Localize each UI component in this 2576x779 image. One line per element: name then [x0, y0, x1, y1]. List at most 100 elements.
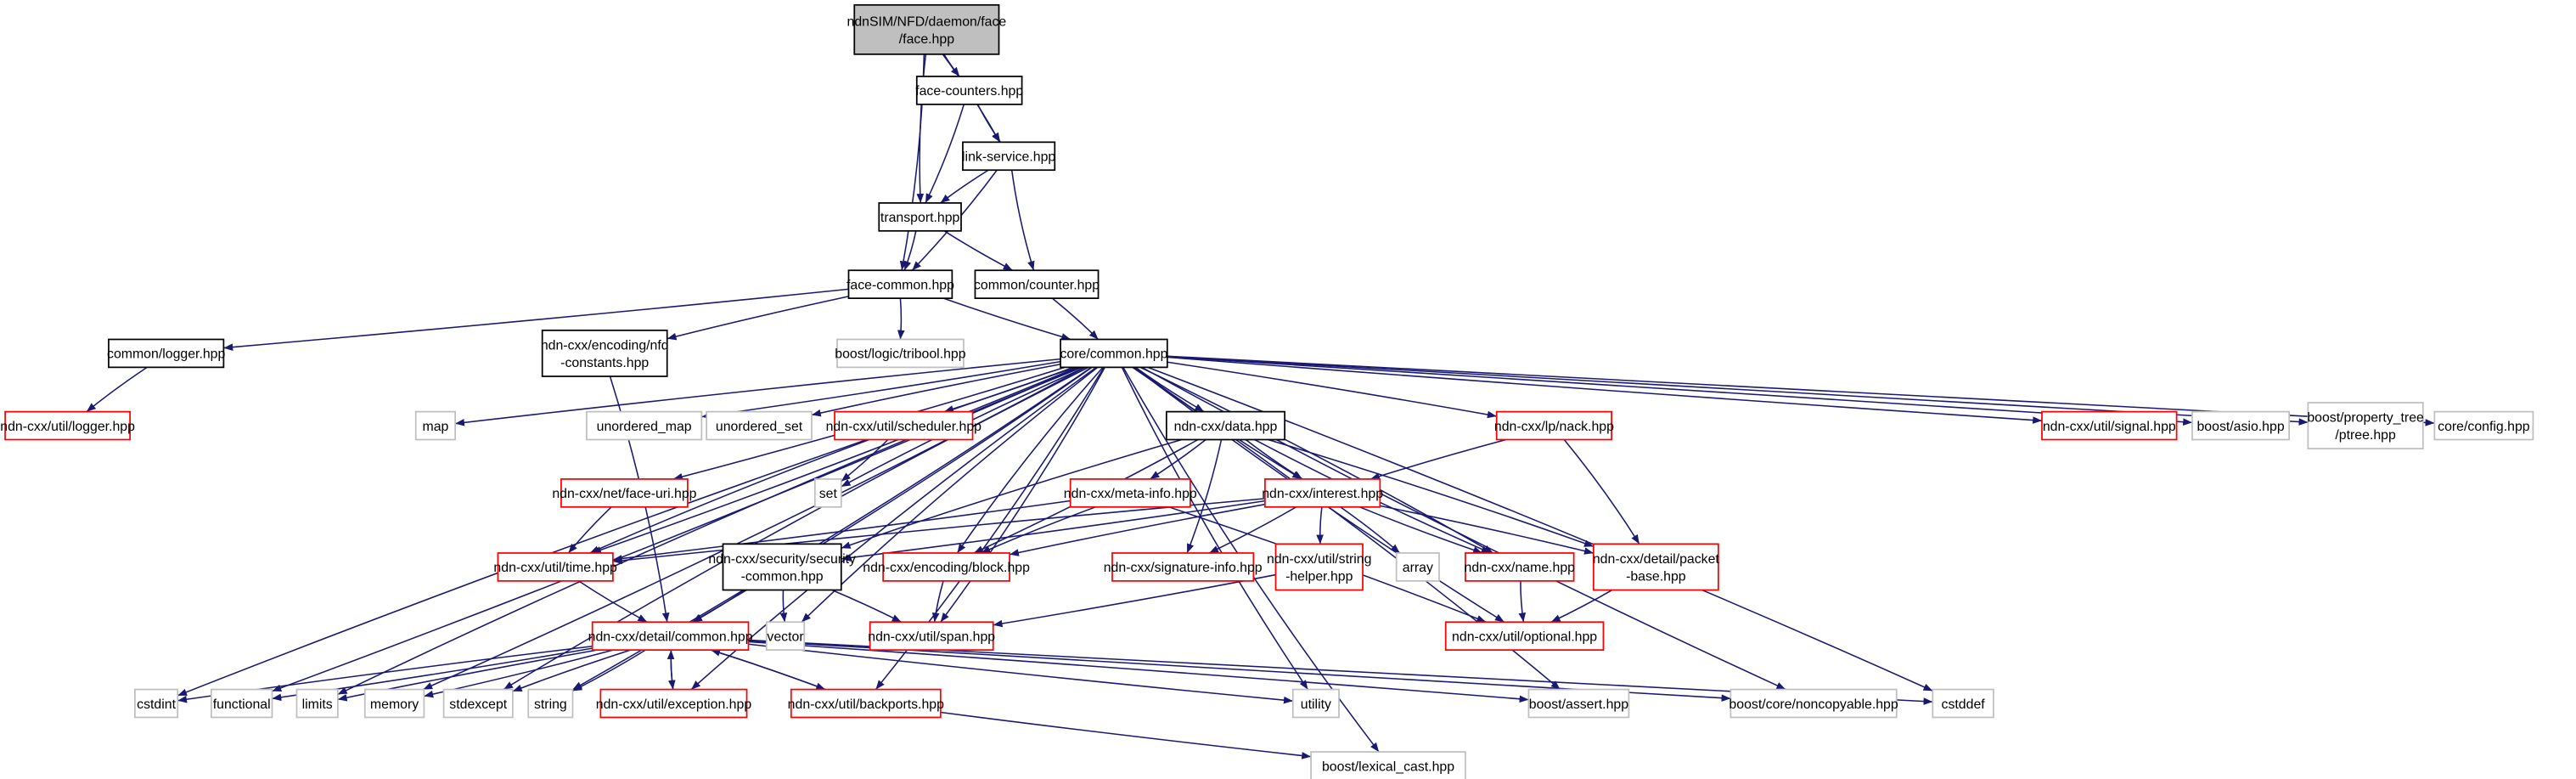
node-meta-info[interactable]: ndn-cxx/meta-info.hpp	[1064, 478, 1197, 508]
node-label: boost/logic/tribool.hpp	[835, 347, 965, 362]
edge-core_common-to-signal	[1167, 356, 2043, 424]
node-map: map	[414, 410, 457, 441]
node-label: -constants.hpp	[560, 356, 649, 370]
node-name[interactable]: ndn-cxx/name.hpp	[1465, 552, 1576, 582]
node-label: ndn-cxx/util/time.hpp	[493, 561, 617, 575]
node-box	[836, 338, 965, 369]
edge-core_common-to-map	[455, 358, 1061, 426]
node-box	[1444, 621, 1605, 652]
node-interest[interactable]: ndn-cxx/interest.hpp	[1262, 478, 1383, 508]
node-cstddef: cstddef	[1932, 688, 1994, 719]
node-packet-base[interactable]: ndn-cxx/detail/packet-base.hpp	[1593, 543, 1720, 591]
node-ndn-logger[interactable]: ndn-cxx/util/logger.hpp	[0, 410, 135, 441]
node-label: ndn-cxx/data.hpp	[1174, 420, 1278, 434]
edge-link_service-to-counter	[1010, 170, 1035, 271]
node-logger[interactable]: common/logger.hpp	[107, 338, 225, 369]
node-label: set	[819, 487, 838, 501]
node-label: ndn-cxx/meta-info.hpp	[1064, 487, 1197, 501]
node-signature-info[interactable]: ndn-cxx/signature-info.hpp	[1104, 552, 1263, 582]
node-label: ndn-cxx/util/exception.hpp	[596, 697, 752, 712]
node-box	[974, 269, 1100, 300]
node-box	[962, 141, 1056, 172]
node-box	[414, 410, 457, 441]
node-box	[2191, 410, 2291, 441]
node-link-service[interactable]: link-service.hpp	[962, 141, 1056, 172]
edge-face_counters-to-link_service	[976, 104, 1001, 143]
node-unordered-set: unordered_set	[706, 410, 813, 441]
node-box	[1069, 478, 1191, 508]
node-tribool: boost/logic/tribool.hpp	[835, 338, 966, 369]
node-data[interactable]: ndn-cxx/data.hpp	[1165, 410, 1286, 441]
node-string-helper[interactable]: ndn-cxx/util/string-helper.hpp	[1267, 543, 1371, 591]
nodes: ndnSIM/NFD/daemon/face/face.hpp face-coun…	[0, 3, 2534, 779]
node-face-counters[interactable]: face-counters.hpp	[915, 76, 1023, 105]
node-transport[interactable]: transport.hpp	[878, 202, 962, 232]
node-nfd-constants[interactable]: ndn-cxx/encoding/nfd-constants.hpp	[541, 329, 669, 377]
node-core-common[interactable]: core/common.hpp	[1060, 338, 1168, 369]
node-box	[722, 543, 842, 591]
node-label: unordered_map	[597, 420, 692, 434]
edge-data-to-interest	[1245, 438, 1303, 480]
node-counter[interactable]: common/counter.hpp	[974, 269, 1100, 300]
node-label: ndn-cxx/util/span.hpp	[868, 629, 995, 644]
node-signal[interactable]: ndn-cxx/util/signal.hpp	[2041, 410, 2178, 441]
node-label: utility	[1301, 697, 1331, 712]
edge-interest-to-string_helper	[1316, 506, 1324, 545]
edge-core_common-to-unordered_set	[811, 363, 1061, 417]
node-box	[210, 688, 273, 719]
node-face-uri[interactable]: ndn-cxx/net/face-uri.hpp	[552, 478, 697, 508]
edge-interest-to-packet_base	[1380, 505, 1595, 555]
edge-detail_common-to-string	[572, 649, 646, 692]
node-label: ndn-cxx/util/optional.hpp	[1452, 629, 1597, 644]
node-memory: memory	[363, 688, 425, 719]
node-label: ndn-cxx/util/backports.hpp	[788, 697, 944, 712]
node-label: /face.hpp	[899, 32, 954, 47]
edge-packet_base-to-optional	[1550, 589, 1613, 623]
node-noncopyable: boost/core/noncopyable.hpp	[1729, 688, 1898, 719]
node-backports[interactable]: ndn-cxx/util/backports.hpp	[788, 688, 944, 719]
node-face[interactable]: ndnSIM/NFD/daemon/face/face.hpp	[847, 3, 1007, 55]
node-utility: utility	[1291, 688, 1340, 719]
node-box	[4, 410, 131, 441]
node-scheduler[interactable]: ndn-cxx/util/scheduler.hpp	[826, 410, 982, 441]
node-span[interactable]: ndn-cxx/util/span.hpp	[868, 621, 995, 652]
node-detail-common[interactable]: ndn-cxx/detail/common.hpp	[588, 621, 753, 652]
edge-data-to-signature_info	[1186, 439, 1223, 554]
edge-link_service-to-transport	[940, 169, 989, 204]
node-exception[interactable]: ndn-cxx/util/exception.hpp	[596, 688, 752, 719]
edge-interest-to-signature_info	[1208, 506, 1296, 554]
node-label: memory	[370, 697, 419, 712]
edge-scheduler-to-set	[841, 438, 889, 483]
node-asio: boost/asio.hpp	[2191, 410, 2291, 441]
node-label: core/common.hpp	[1060, 347, 1167, 362]
node-label: boost/lexical_cast.hpp	[1322, 759, 1454, 774]
node-label: /ptree.hpp	[2335, 428, 2396, 443]
edge-scheduler-to-time	[589, 438, 870, 554]
node-face-common[interactable]: face-common.hpp	[846, 269, 954, 300]
edge-security_common-to-detail_common	[692, 589, 745, 623]
node-box	[2433, 410, 2534, 441]
node-nack[interactable]: ndn-cxx/lp/nack.hpp	[1494, 410, 1614, 441]
edge-interest-to-array	[1340, 506, 1401, 554]
node-box	[1465, 552, 1575, 582]
node-label: face-common.hpp	[846, 278, 954, 292]
node-box	[853, 3, 1000, 55]
node-block[interactable]: ndn-cxx/encoding/block.hpp	[863, 552, 1030, 582]
node-time[interactable]: ndn-cxx/util/time.hpp	[493, 552, 617, 582]
node-box	[1274, 543, 1364, 591]
node-label: ndn-cxx/util/string	[1267, 552, 1371, 567]
node-label: -base.hpp	[1626, 569, 1686, 584]
node-optional[interactable]: ndn-cxx/util/optional.hpp	[1444, 621, 1605, 652]
node-box	[1527, 688, 1630, 719]
node-box	[599, 688, 748, 719]
node-label: common/counter.hpp	[974, 278, 1100, 292]
edge-block-to-span	[931, 580, 944, 623]
node-box	[878, 202, 962, 232]
edge-interest-to-block	[1009, 503, 1266, 556]
node-label: array	[1403, 561, 1433, 575]
node-label: cstdint	[137, 697, 176, 712]
node-security-common[interactable]: ndn-cxx/security/security-common.hpp	[708, 543, 856, 591]
node-box	[706, 410, 813, 441]
edge-core_common-to-vector	[801, 366, 1099, 623]
node-array: array	[1395, 552, 1440, 582]
